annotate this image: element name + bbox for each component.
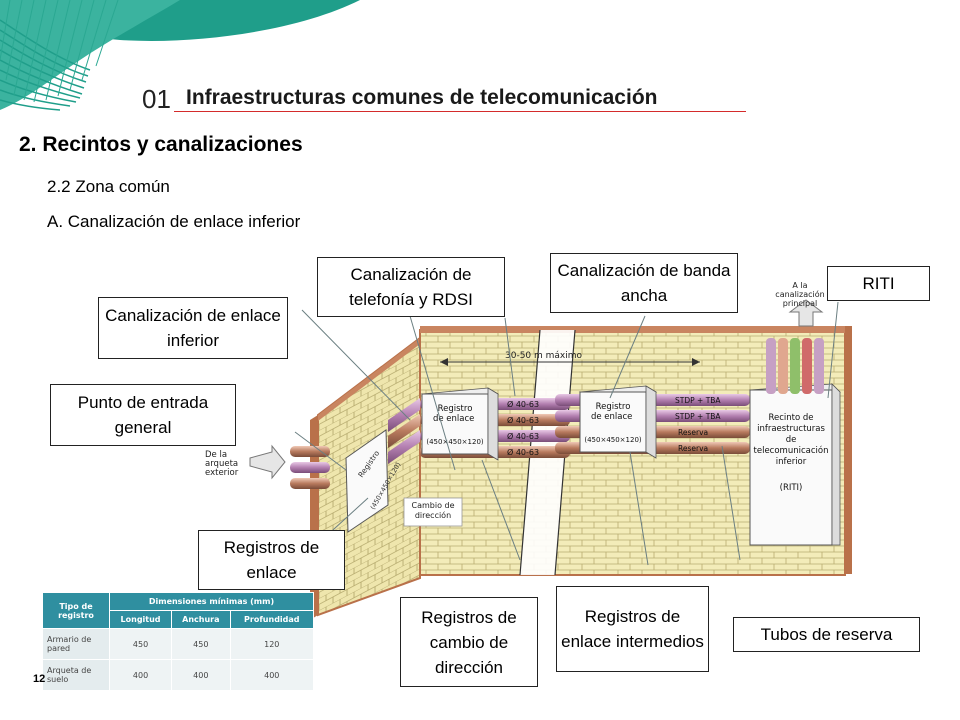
entry-tubes (290, 446, 330, 489)
table-row: Arqueta de suelo 400 400 400 (42, 659, 315, 691)
tube-label: Ø 40-63 (507, 447, 539, 457)
table-cell: Arqueta de suelo (42, 659, 110, 691)
label-line: inferior (776, 457, 807, 467)
tube-label: Ø 40-63 (507, 415, 539, 425)
label-line: exterior (205, 468, 239, 478)
callout-enlace-inferior: Canalización de enlace inferior (98, 297, 288, 359)
tube-label: Ø 40-63 (507, 399, 539, 409)
registro-label: Registro (596, 402, 631, 412)
callout-enlace-intermedios: Registros de enlace intermedios (556, 586, 709, 672)
side-registro-box: Registro (450×450×120) (345, 429, 402, 533)
header-divider (174, 111, 746, 112)
distance-label: 30-50 m máximo (505, 351, 583, 361)
label-line: canalización (775, 289, 824, 299)
table-cell: 400 (171, 659, 231, 691)
cambio-label: Cambio de (411, 501, 454, 510)
label-line: arqueta (205, 459, 238, 469)
callout-banda-ancha: Canalización de banda ancha (550, 253, 738, 313)
callout-registros-enlace: Registros de enlace (198, 530, 345, 590)
subsection-title: 2.2 Zona común (47, 177, 170, 196)
label-line: de enlace (591, 412, 632, 422)
callout-tubos-reserva: Tubos de reserva (733, 617, 920, 652)
table-header: Tipo de registro (42, 592, 110, 629)
leader-lines (294, 301, 839, 566)
table-cell: 450 (108, 628, 173, 660)
tube-label: STDP + TBA (675, 412, 721, 421)
label-line: infraestructuras (757, 424, 825, 434)
tube-label: STDP + TBA (675, 396, 721, 405)
dimensions-table: Tipo de registro Dimensiones mínimas (mm… (42, 592, 315, 691)
table-header: Anchura (171, 610, 231, 629)
table-row: Armario de pared 450 450 120 (42, 628, 315, 660)
page-number: 12 (33, 673, 46, 685)
table-header: Longitud (108, 610, 173, 629)
side-tubes (388, 398, 420, 464)
riti-vertical-tubes (766, 338, 824, 394)
registro-dims: (450×450×120) (584, 436, 642, 444)
table-cell: 450 (171, 628, 231, 660)
registro-dims: (450×450×120) (426, 438, 484, 446)
tube-label: Ø 40-63 (507, 431, 539, 441)
callout-cambio-direccion: Registros de cambio de dirección (400, 597, 538, 687)
label-line: de (786, 435, 797, 445)
cambio-label-box (403, 497, 463, 527)
label-line: telecomunicación (754, 445, 829, 456)
table-cell: 120 (229, 628, 315, 660)
label-line: de enlace (433, 414, 474, 424)
label-line: principal (783, 299, 817, 308)
table-header: Profundidad (229, 610, 315, 629)
table-header: Dimensiones mínimas (mm) (109, 592, 314, 611)
tube-label: Reserva (678, 444, 708, 453)
entry-arrow (249, 444, 286, 480)
header-title: Infraestructuras comunes de telecomunica… (186, 86, 658, 109)
up-arrow (788, 299, 824, 327)
registro-label: Registro (438, 404, 473, 414)
table-cell: Armario de pared (42, 628, 110, 660)
label-line: dirección (415, 510, 451, 520)
table-cell: 400 (108, 659, 173, 691)
tube-label: Reserva (678, 428, 708, 437)
callout-telefonia: Canalización de telefonía y RDSI (317, 257, 505, 317)
callout-punto-entrada: Punto de entrada general (50, 384, 236, 446)
callout-riti: RITI (827, 266, 930, 301)
riti-abbr: (RITI) (780, 483, 803, 493)
section-title: 2. Recintos y canalizaciones (19, 133, 303, 156)
unit-number: 01 (142, 84, 171, 114)
subsection-subtitle: A. Canalización de enlace inferior (47, 212, 301, 231)
tube-labels-1: Ø 40-63 Ø 40-63 Ø 40-63 Ø 40-63 (507, 399, 539, 457)
table-cell: 400 (229, 659, 315, 691)
